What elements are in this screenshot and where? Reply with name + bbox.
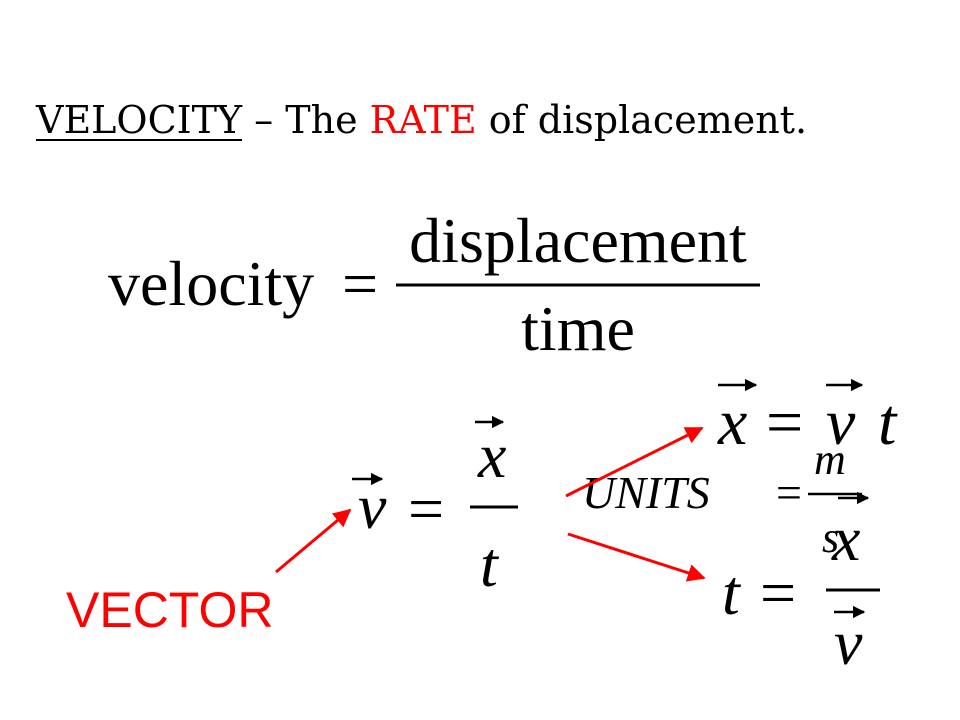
vector-eq-denominator: t — [480, 529, 500, 600]
units-numerator: m — [814, 435, 846, 484]
vector-label: VECTOR — [66, 582, 273, 638]
arrow-to-t-equation — [567, 532, 706, 582]
vector-eq-numerator: x — [477, 420, 506, 491]
rearranged-x-t: t — [878, 386, 898, 459]
title-highlight: RATE — [369, 98, 477, 142]
rearranged-x-v: v — [826, 386, 856, 459]
rearranged-x-equals: = — [766, 386, 803, 459]
title-dash: – The — [242, 98, 370, 142]
definition-equals: = — [342, 248, 378, 319]
rearranged-t-denominator: v — [834, 607, 863, 678]
rearranged-t-equation: t = x v — [722, 491, 880, 678]
units-denominator: s — [822, 513, 839, 562]
title-term: VELOCITY — [36, 98, 243, 142]
rearranged-t-lhs: t — [722, 557, 742, 628]
rearranged-x-equation: x = v t — [717, 378, 898, 459]
definition-numerator: displacement — [409, 205, 747, 276]
vector-eq-equals: = — [408, 473, 444, 544]
slide-title: VELOCITY – The RATE of displacement. — [36, 98, 807, 142]
units-label: UNITS — [582, 467, 710, 518]
vector-pointer-arrow — [275, 508, 352, 574]
definition-lhs: velocity — [108, 248, 314, 319]
units-equation: UNITS = m s — [582, 435, 862, 562]
vector-eq-lhs: v — [358, 471, 387, 542]
arrow-to-x-equation — [565, 426, 704, 498]
rearranged-t-equals: = — [760, 557, 796, 628]
units-equals: = — [776, 467, 802, 518]
definition-equation: velocity = displacement time — [108, 205, 760, 364]
rearranged-t-numerator: x — [831, 503, 860, 574]
definition-denominator: time — [521, 293, 635, 364]
vector-equation: v = x t — [352, 415, 518, 600]
rearranged-x-lhs: x — [717, 386, 747, 459]
title-rest: of displacement. — [476, 98, 808, 142]
